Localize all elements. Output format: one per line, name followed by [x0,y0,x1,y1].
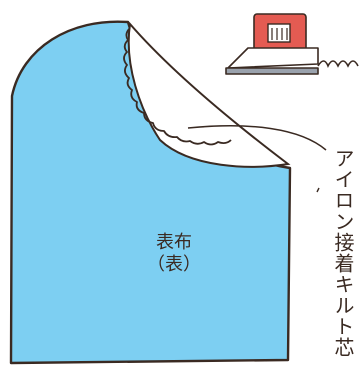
interfacing-sheet [127,21,291,168]
leader-line [187,125,327,151]
iron-icon [225,13,359,75]
interfacing-label: アイロン接着キルト芯 [331,148,355,358]
fabric-title: 表布 [156,232,192,253]
small-mark [316,187,320,193]
interfacing-scallop-edge [123,27,232,146]
fabric-label: 表布 （表） [128,232,220,276]
fabric-subtitle: （表） [147,254,201,275]
